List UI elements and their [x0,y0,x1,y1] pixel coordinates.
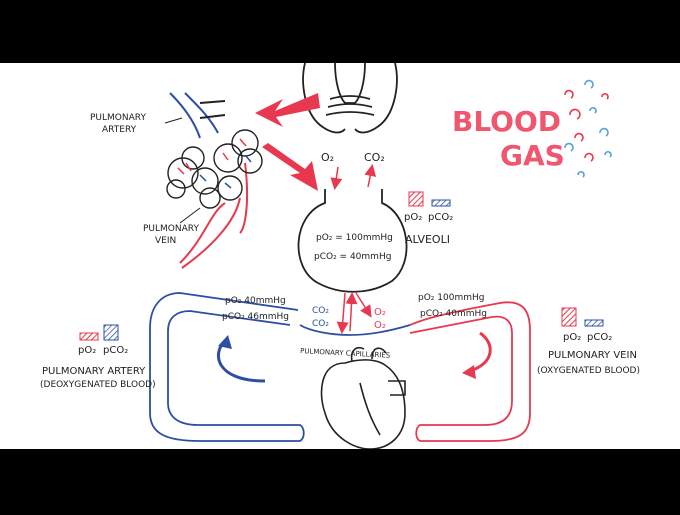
flow-arrow-red [469,331,492,373]
gas-bubbles-decoration [564,79,612,178]
oxy-pco2: pCO₂ 40mmHg [420,309,487,319]
label-pulmonary-vein-line2: VEIN [155,236,176,246]
legend-po2-swatch-right [561,307,577,327]
exchange-co2-b: CO₂ [312,319,329,329]
legend-po2-left: pO₂ [78,345,96,356]
legend-po2-swatch-alveoli [408,191,424,207]
legend-pco2-swatch-alveoli [431,199,451,207]
alveoli-po2: pO₂ = 100mmHg [316,233,393,243]
title-blood: BLOOD [452,105,561,138]
label-pulmonary-vein: PULMONARY VEIN [548,350,637,361]
exchange-o2-b: O₂ [374,320,386,331]
label-pulmonary-vein-line1: PULMONARY [143,224,199,234]
circulation-loop-red [409,301,531,442]
label-co2-top: CO₂ [364,151,385,164]
deoxy-po2: pO₂ 40mmHg [225,296,286,306]
legend-pco2-left: pCO₂ [103,345,128,356]
trachea-outline [302,63,398,134]
exchange-co2-a: CO₂ [312,306,329,316]
big-arrow-lower [262,143,318,191]
label-deoxygenated-blood: (DEOXYGENATED BLOOD) [40,380,156,390]
diagram-canvas: PULMONARY ARTERY PULMONARY VEIN BLOOD GA… [40,63,640,449]
label-o2-top: O₂ [321,151,334,164]
legend-po2-swatch-left [79,332,99,341]
lung-vessels [169,92,249,269]
label-oxygenated-blood: (OXYGENATED BLOOD) [537,366,640,376]
alveoli-cluster [166,129,263,209]
label-pulmonary-artery-line2: ARTERY [102,125,137,135]
circulation-loop-blue [149,292,411,442]
legend-pco2-alveoli: pCO₂ [428,212,453,223]
exchange-o2-a: O₂ [374,307,386,318]
legend-pco2-swatch-left [103,324,119,341]
alveoli-pco2: pCO₂ = 40mmHg [314,252,391,262]
legend-pco2-right: pCO₂ [587,332,612,343]
legend-po2-alveoli: pO₂ [404,212,422,223]
label-pulmonary-artery-line1: PULMONARY [90,113,146,123]
label-alveoli: ALVEOLI [405,233,450,246]
heart-sketch [320,346,406,449]
legend-pco2-swatch-right [584,319,604,327]
whiteboard: PULMONARY ARTERY PULMONARY VEIN BLOOD GA… [0,63,680,449]
big-arrow-upper [255,93,320,127]
deoxy-pco2: pCO₂ 46mmHg [222,312,289,322]
oxy-po2: pO₂ 100mmHg [418,293,484,303]
title-gas: GAS [500,139,565,172]
legend-po2-right: pO₂ [563,332,581,343]
alveolus-bulb [297,189,408,293]
label-pulmonary-artery: PULMONARY ARTERY [42,366,146,377]
